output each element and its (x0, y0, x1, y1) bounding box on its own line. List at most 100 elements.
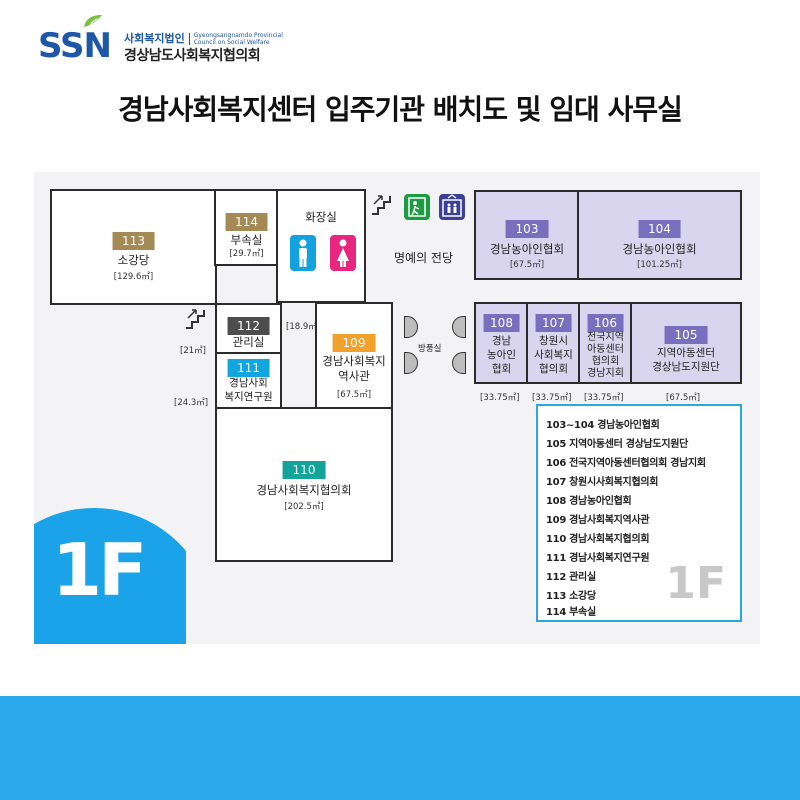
floor-badge-circle (34, 508, 186, 644)
org-label-en: Gyeongsangnamdo Provincial Council on So… (193, 32, 283, 46)
room-name-103: 경남농아인협회 (489, 242, 565, 256)
restroom-label: 화장실 (305, 210, 337, 224)
room-name-111-line1: 경남사회 (229, 377, 268, 389)
stairs-icon (186, 309, 205, 329)
stairs-icon (372, 195, 391, 215)
room-name-104: 경남농아인협회 (622, 242, 697, 256)
room-number-107: 107 (535, 314, 572, 332)
door-icon (452, 316, 466, 338)
door-icon (404, 352, 418, 374)
room-number-109: 109 (332, 334, 376, 352)
door-icon (404, 316, 418, 338)
legend-item: 109 경남사회복지역사관 (546, 515, 650, 526)
floor-badge: 1F (34, 508, 186, 644)
org-label-small: 사회복지법인 (124, 32, 185, 45)
legend-item: 105 지역아동센터 경상남도지원단 (546, 439, 689, 450)
restroom: 화장실 (276, 189, 366, 303)
room-107: 107 창원시 사회복지 협의회 (526, 302, 581, 384)
legend: 103~104 경남농아인협회 105 지역아동센터 경상남도지원단 106 전… (536, 404, 742, 622)
legend-floor-label: 1F (665, 558, 726, 609)
room-113: 113 소강당 [129.6㎡] (50, 189, 217, 305)
room-name-114: 부속실 (230, 233, 263, 247)
room-name-106-line3: 협의회 (591, 356, 620, 367)
room-110: 110 경남사회복지협의회 [202.5㎡] (215, 407, 393, 562)
room-105: 105 지역아동센터 경상남도지원단 (630, 302, 742, 384)
room-114: 114 부속실 [29.7㎡] (214, 189, 279, 266)
room-number-104: 104 (638, 220, 681, 238)
room-name-108-line1: 경남 (491, 335, 512, 347)
door-icon (452, 352, 466, 374)
room-number-108: 108 (483, 314, 520, 332)
logo-org-small: 사회복지법인 Gyeongsangnamdo Provincial Council… (124, 30, 304, 46)
room-number-111: 111 (227, 359, 270, 377)
room-111: 111 경남사회 복지연구원 (215, 352, 282, 410)
leaf-icon (84, 15, 102, 28)
logo-ssn: SSN (38, 15, 112, 66)
room-112: 112 관리실 (215, 303, 282, 355)
room-name-108-line2: 농아인 (487, 349, 516, 361)
room-name-109-line2: 역사관 (338, 369, 370, 383)
room-name-108-line3: 협회 (491, 363, 512, 375)
area-label-107: [33.75㎡] (532, 393, 572, 403)
room-name-113: 소강당 (117, 253, 150, 267)
area-label-111: [24.3㎡] (174, 398, 209, 408)
room-109: 109 경남사회복지 역사관 [67.5㎡] (315, 302, 393, 410)
logo-text: SSN (38, 26, 112, 66)
room-name-107-line1: 창원시 (539, 335, 568, 347)
room-name-106-line1: 전국지역 (587, 332, 624, 343)
org-name: 경상남도사회복지협의회 (124, 48, 261, 64)
room-number-110: 110 (282, 461, 326, 479)
room-104: 104 경남농아인협회 [101.25㎡] (577, 190, 742, 280)
legend-item: 114 부속실 (546, 607, 596, 618)
area-label-112: [18.9㎡] (286, 322, 321, 332)
room-name-112: 관리실 (232, 335, 265, 349)
bottom-band (0, 696, 800, 800)
logo: SSN 사회복지법인 Gyeongsangnamdo Provincial Cou… (38, 15, 338, 68)
room-108: 108 경남 농아인 협회 (474, 302, 529, 384)
emergency-exit-icon (404, 194, 430, 220)
room-number-112: 112 (227, 317, 270, 335)
room-name-107-line2: 사회복지 (534, 349, 573, 361)
vestibule-label: 방풍실 (418, 344, 442, 354)
room-name-105-line1: 지역아동센터 (657, 347, 715, 359)
elevator-icon (439, 194, 465, 220)
room-area-109: [67.5㎡] (336, 390, 372, 400)
female-restroom-icon (330, 235, 356, 271)
area-label-105: [67.5㎡] (666, 393, 701, 403)
room-number-114: 114 (225, 213, 268, 231)
male-restroom-icon (290, 235, 316, 271)
room-name-111-line2: 복지연구원 (224, 391, 273, 403)
legend-item: 107 창원시사회복지협의회 (546, 477, 659, 488)
room-area-114: [29.7㎡] (229, 249, 264, 259)
area-label-21: [21㎡] (180, 346, 206, 356)
area-label-106: [33.75㎡] (584, 393, 624, 403)
legend-item: 112 관리실 (546, 572, 596, 583)
legend-item: 110 경남사회복지협의회 (546, 534, 650, 545)
room-number-113: 113 (112, 232, 155, 250)
room-number-105: 105 (664, 326, 708, 344)
room-name-106-line2: 아동센터 (587, 344, 624, 355)
room-area-113: [129.6㎡] (113, 272, 154, 282)
room-area-104: [101.25㎡] (637, 260, 682, 270)
legend-item: 108 경남농아인협회 (546, 496, 632, 507)
room-number-103: 103 (505, 220, 549, 238)
area-label-108: [33.75㎡] (480, 393, 520, 403)
room-name-106-line4: 경남지회 (587, 368, 624, 379)
legend-item: 106 전국지역아동센터협의회 경남지회 (546, 458, 706, 469)
page-title: 경남사회복지센터 입주기관 배치도 및 임대 사무실 (118, 93, 683, 126)
room-number-106: 106 (587, 314, 624, 332)
hall-of-fame-label: 명예의 전당 (394, 251, 454, 265)
room-area-110: [202.5㎡] (284, 502, 324, 512)
legend-item: 111 경남사회복지연구원 (546, 553, 650, 564)
room-area-103: [67.5㎡] (509, 260, 545, 270)
floor-badge-label: 1F (52, 528, 147, 612)
legend-item: 103~104 경남농아인협회 (546, 420, 660, 431)
room-103: 103 경남농아인협회 [67.5㎡] (474, 190, 580, 280)
room-name-107-line3: 협의회 (539, 363, 568, 375)
legend-item: 113 소강당 (546, 591, 596, 602)
room-name-105-line2: 경상남도지원단 (652, 361, 720, 373)
room-name-109-line1: 경남사회복지 (322, 354, 386, 368)
room-106: 106 전국지역 아동센터 협의회 경남지회 (578, 302, 633, 384)
room-name-110: 경남사회복지협의회 (256, 483, 352, 497)
